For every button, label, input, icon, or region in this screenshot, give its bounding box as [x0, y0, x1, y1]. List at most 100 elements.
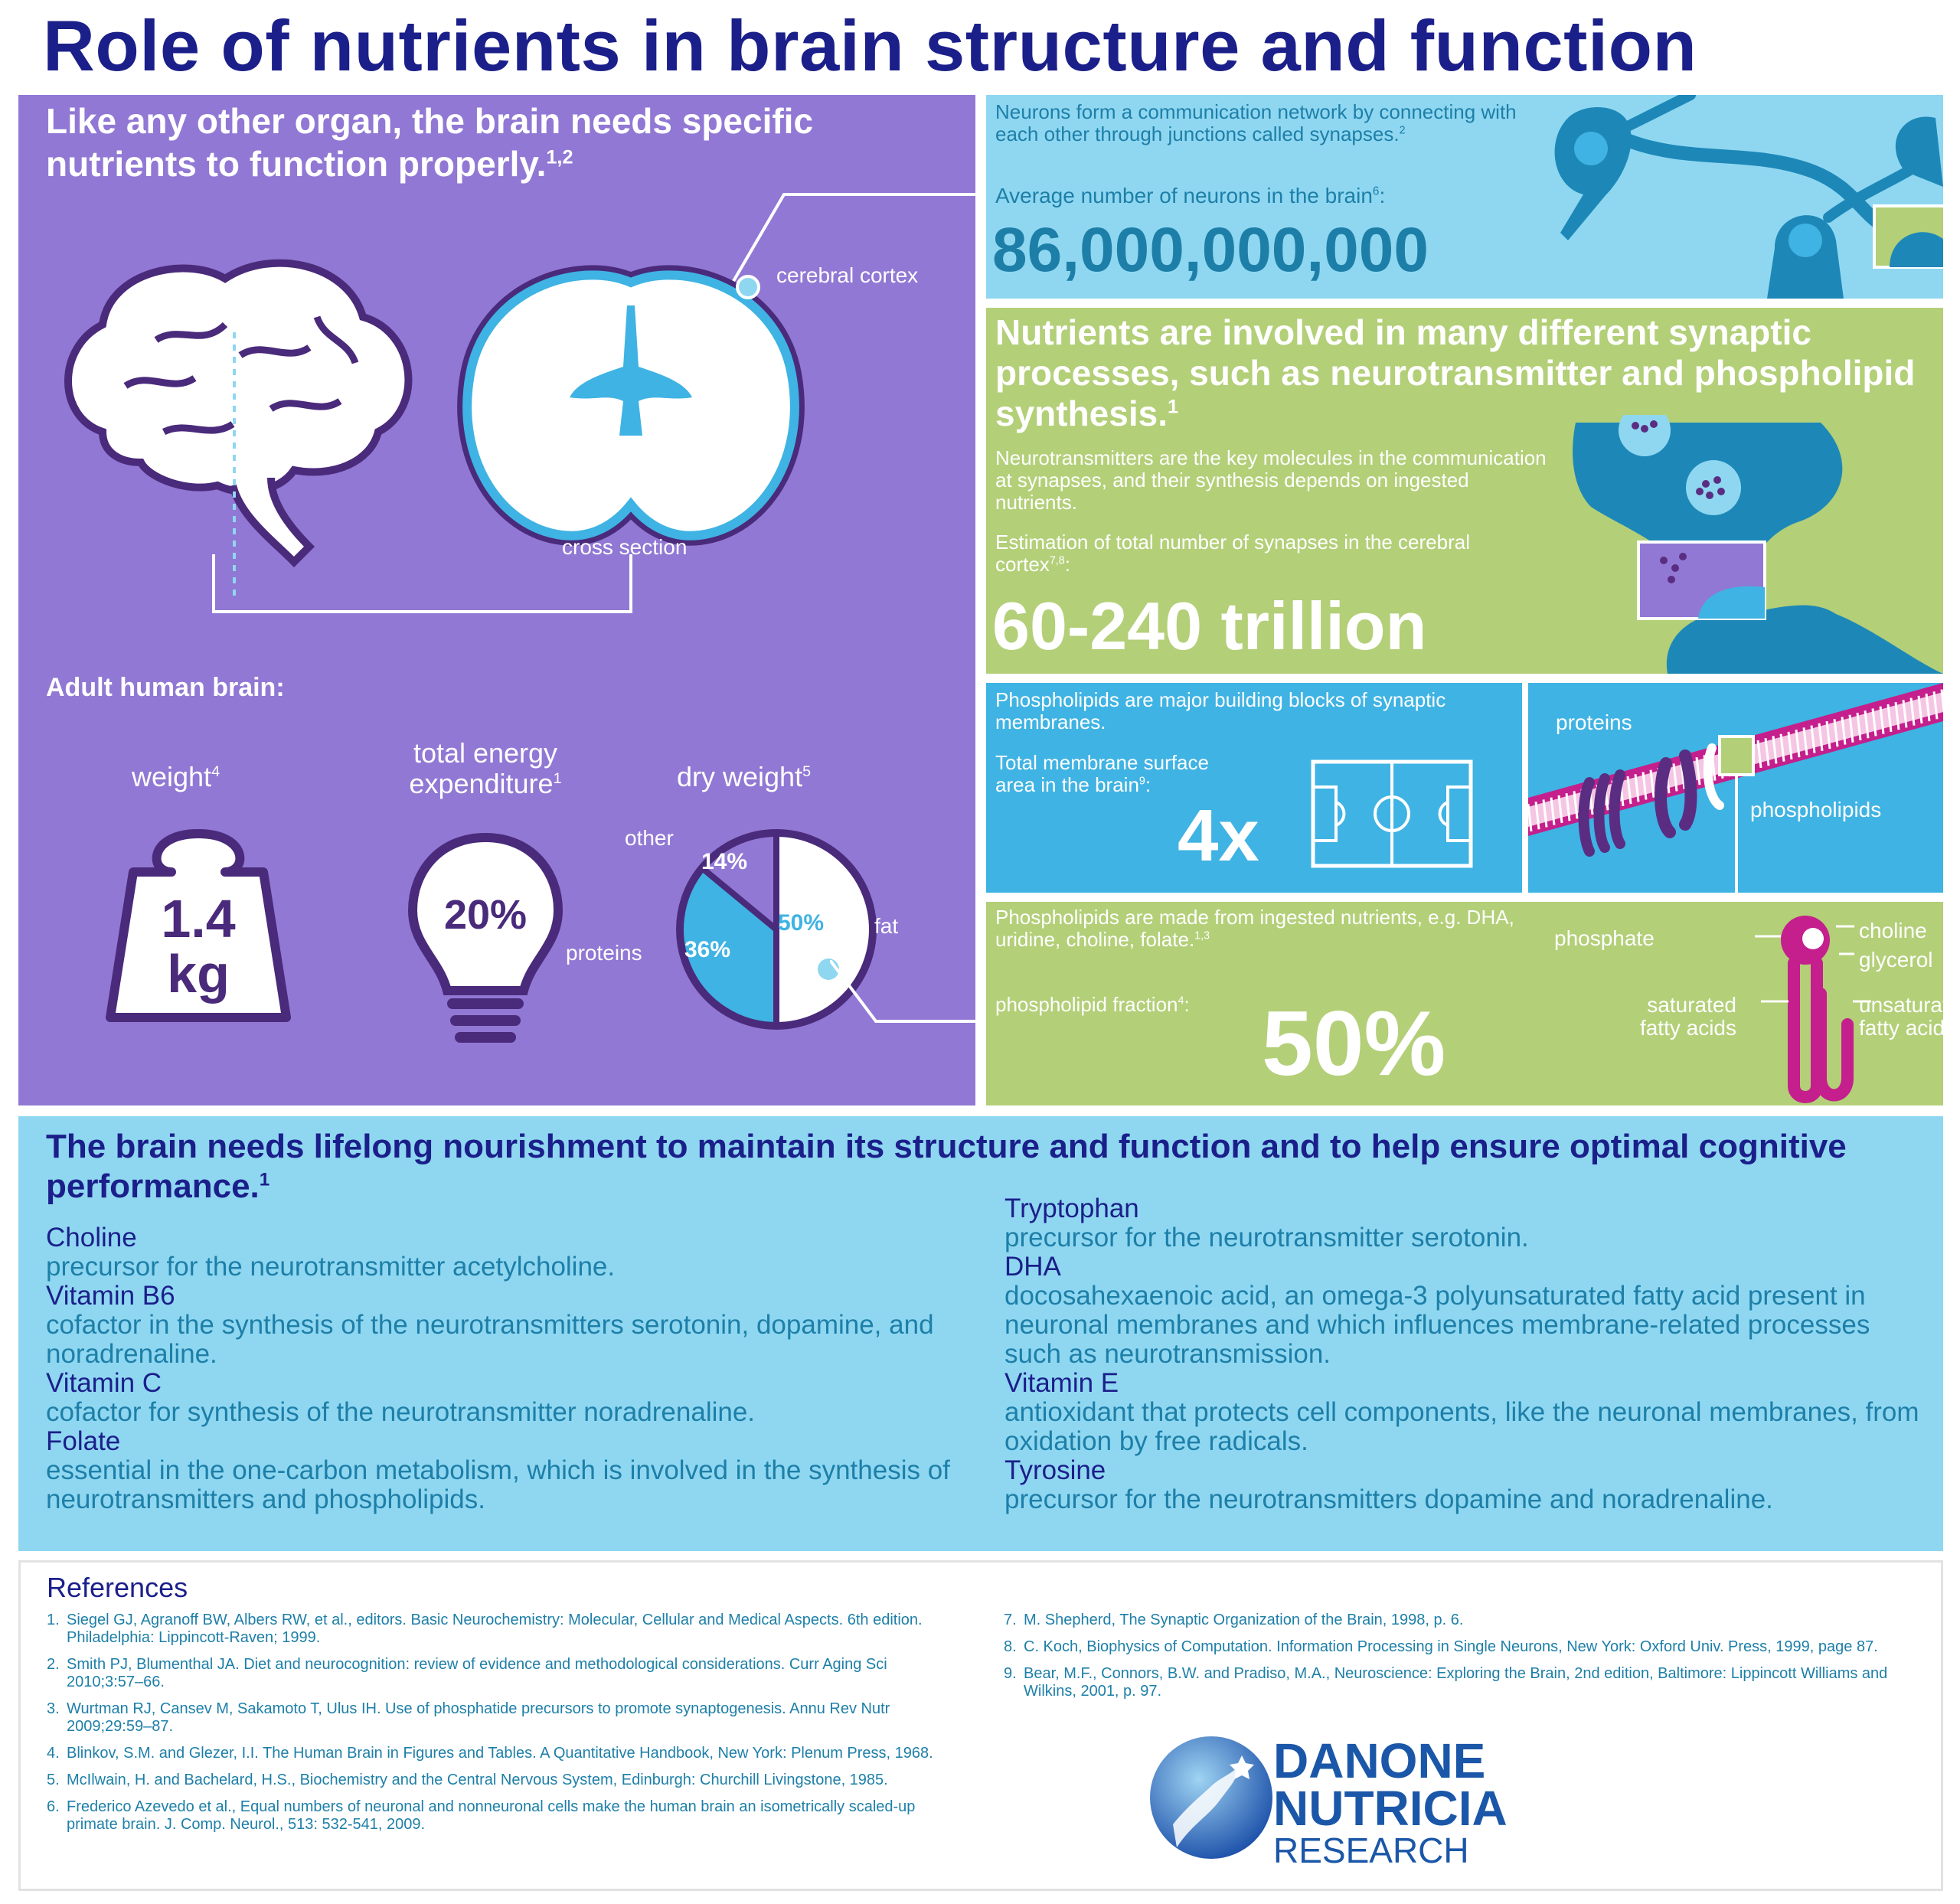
phospholipids-fraction-label: phospholipid fraction4: — [995, 993, 1190, 1016]
membrane-proteins-label: proteins — [1556, 710, 1632, 734]
pie-proteins-value: 36% — [684, 937, 731, 962]
reference-number: 8. — [1004, 1638, 1017, 1655]
connector-lines — [212, 193, 975, 613]
reference-number: 9. — [1004, 1665, 1017, 1682]
reference-text: Smith PJ, Blumenthal JA. Diet and neuroc… — [67, 1656, 887, 1690]
brain-panel: Like any other organ, the brain needs sp… — [18, 95, 975, 1105]
reference-text: M. Shepherd, The Synaptic Organization o… — [1024, 1612, 1464, 1628]
pie-other-value: 14% — [701, 849, 748, 874]
nutrient-description: cofactor for synthesis of the neurotrans… — [46, 1397, 756, 1427]
reference-number: 7. — [1004, 1612, 1017, 1628]
synapses-headline: Nutrients are involved in many different… — [995, 312, 1916, 433]
phospholipid-molecule-icon — [1755, 916, 1871, 1103]
synapses-estimate-label: Estimation of total number of synapses i… — [995, 531, 1470, 576]
phosphate-label: phosphate — [1554, 926, 1655, 950]
nutrient-description: docosahexaenoic acid, an omega-3 polyuns… — [1004, 1281, 1870, 1369]
nourishment-panel: The brain needs lifelong nourishment to … — [18, 1116, 1943, 1551]
phospholipid-fraction-panel: Phospholipids are made from ingested nut… — [986, 902, 1943, 1105]
reference-item: 7. M. Shepherd, The Synaptic Organization… — [1004, 1612, 1907, 1629]
pie-proteins-label: proteins — [566, 941, 642, 965]
nutrient-name: Vitamin B6 — [46, 1281, 175, 1311]
phospholipids-fraction-value: 50% — [1262, 992, 1446, 1095]
brain-side-icon — [64, 259, 413, 600]
neurons-panel: Neurons form a communication network by … — [986, 95, 1943, 299]
reference-number: 3. — [47, 1700, 60, 1717]
membrane-phospholipids-label: phospholipids — [1750, 798, 1882, 821]
membranes-surface-value: 4x — [1178, 795, 1259, 877]
membrane-surface-panel: Phospholipids are major building blocks … — [986, 683, 1522, 893]
nutrient-description: antioxidant that protects cell component… — [1004, 1397, 1919, 1456]
phospholipids-text: Phospholipids are made from ingested nut… — [995, 906, 1514, 951]
danone-logo-text: DANONE NUTRICIA RESEARCH — [1273, 1733, 1508, 1870]
reference-number: 5. — [47, 1772, 60, 1788]
synapse-icon — [1573, 415, 1943, 674]
neurons-text: Neurons form a communication network by … — [995, 100, 1517, 145]
reference-number: 1. — [47, 1612, 60, 1628]
references-list-left: 1. Siegel GJ, Agranoff BW, Albers RW, et … — [47, 1612, 965, 1843]
reference-text: Blinkov, S.M. and Glezer, I.I. The Human… — [67, 1745, 933, 1762]
neuron-network-icon — [1554, 95, 1943, 299]
membranes-text: Phospholipids are major building blocks … — [995, 688, 1446, 733]
pie-fat-value: 50% — [778, 910, 825, 936]
cross-section-label: cross section — [562, 535, 688, 559]
nutrient-name: Vitamin E — [1004, 1368, 1119, 1398]
reference-text: C. Koch, Biophysics of Computation. Info… — [1024, 1638, 1878, 1655]
pie-connector-line — [830, 960, 975, 1023]
nutrient-name: DHA — [1004, 1252, 1061, 1282]
neurons-avg-value: 86,000,000,000 — [992, 215, 1429, 285]
reference-number: 6. — [47, 1798, 60, 1815]
brain-headline: Like any other organ, the brain needs sp… — [46, 101, 814, 184]
reference-text: Siegel GJ, Agranoff BW, Albers RW, et al… — [67, 1612, 923, 1646]
nutrient-description: precursor for the neurotransmitter serot… — [1004, 1223, 1529, 1252]
energy-value: 20% — [443, 892, 528, 938]
nutrient-description: essential in the one-carbon metabolism, … — [46, 1455, 950, 1514]
membrane-illustration-panel: proteins phospholipids — [1528, 683, 1943, 893]
lightbulb-icon — [407, 832, 564, 1043]
reference-text: Bear, M.F., Connors, B.W. and Pradiso, M… — [1024, 1665, 1888, 1700]
adult-brain-label: Adult human brain: — [46, 673, 285, 702]
reference-text: Wurtman RJ, Cansev M, Sakamoto T, Ulus I… — [67, 1700, 890, 1735]
saturated-label: saturated fatty acids — [1639, 993, 1736, 1040]
synapses-text: Neurotransmitters are the key molecules … — [995, 446, 1547, 514]
reference-item: 8. C. Koch, Biophysics of Computation. In… — [1004, 1638, 1907, 1656]
nutrient-name: Folate — [46, 1426, 121, 1456]
reference-item: 5.McIlwain, H. and Bachelard, H.S., Bioc… — [47, 1772, 965, 1789]
nutrient-name: Vitamin C — [46, 1368, 162, 1398]
nutrient-description: precursor for the neurotransmitters dopa… — [1004, 1484, 1773, 1514]
reference-item: 2. Smith PJ, Blumenthal JA. Diet and neur… — [47, 1656, 965, 1691]
reference-item: 3. Wurtman RJ, Cansev M, Sakamoto T, Ulus… — [47, 1700, 965, 1736]
references-panel: References 1.Siegel GJ, Agranoff BW, Alb… — [18, 1560, 1943, 1891]
reference-number: 2. — [47, 1656, 60, 1673]
pie-other-label: other — [625, 826, 674, 850]
energy-label: total energy expenditure1 — [409, 737, 562, 799]
weight-icon — [106, 829, 291, 1022]
brain-cross-section-icon — [457, 265, 805, 546]
nourishment-headline: The brain needs lifelong nourishment to … — [46, 1128, 1847, 1205]
reference-text: Frederico Azevedo et al., Equal numbers … — [67, 1798, 916, 1833]
glycerol-label: glycerol — [1859, 948, 1933, 972]
unsaturated-label: unsaturated fatty acids — [1859, 993, 1943, 1040]
pie-fat-label: fat — [874, 914, 899, 938]
football-field-icon — [1311, 759, 1473, 868]
dry-weight-label: dry weight5 — [677, 761, 812, 792]
page-title: Role of nutrients in brain structure and… — [43, 5, 1697, 86]
choline-label: choline — [1859, 919, 1927, 942]
references-list-right: 7. M. Shepherd, The Synaptic Organization… — [1004, 1612, 1907, 1710]
nutrient-name: Choline — [46, 1223, 137, 1252]
danone-logo-icon — [1150, 1736, 1272, 1859]
nutrient-name: Tryptophan — [1004, 1194, 1139, 1223]
weight-label: weight4 — [132, 761, 220, 792]
neurons-avg-label: Average number of neurons in the brain6: — [995, 184, 1386, 207]
membranes-surface-label: Total membrane surface area in the brain… — [995, 751, 1209, 796]
weight-value: 1.4 kg — [161, 889, 236, 1004]
